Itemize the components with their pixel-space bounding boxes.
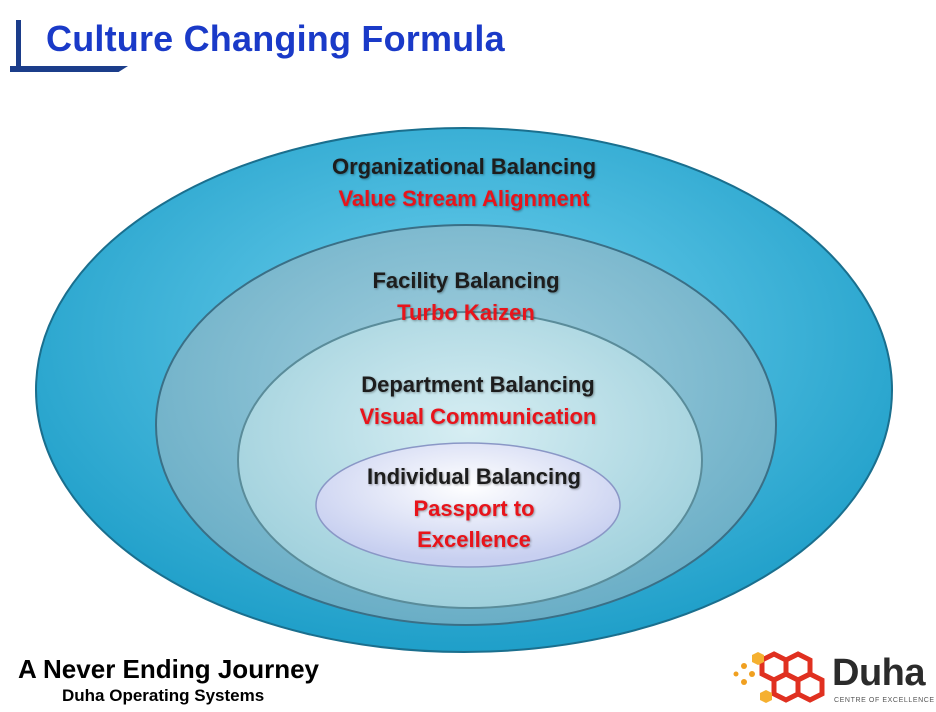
duha-logo-icon bbox=[733, 651, 825, 703]
footer-sub-text: Duha Operating Systems bbox=[62, 686, 265, 705]
ring-2-subheading: Turbo Kaizen bbox=[397, 300, 535, 325]
page-title: Culture Changing Formula bbox=[46, 18, 505, 59]
ring-4-heading: Individual Balancing bbox=[367, 464, 581, 489]
footer-main-text: A Never Ending Journey bbox=[18, 654, 319, 684]
ring-4-subheading-line1: Passport to bbox=[413, 496, 535, 521]
logo-name: Duha bbox=[832, 652, 926, 694]
title-bar: Culture Changing Formula bbox=[0, 0, 936, 80]
title-accent-vertical bbox=[16, 20, 21, 66]
ring-4-subheading-line2: Excellence bbox=[417, 527, 531, 552]
title-accent-horizontal bbox=[10, 66, 128, 72]
ring-3-subheading: Visual Communication bbox=[359, 404, 597, 429]
logo-tagline: CENTRE OF EXCELLENCE bbox=[834, 697, 935, 704]
ring-2-heading: Facility Balancing bbox=[372, 268, 560, 293]
ring-3-heading: Department Balancing bbox=[361, 372, 595, 397]
ring-individual bbox=[315, 442, 621, 568]
ring-1-subheading: Value Stream Alignment bbox=[338, 186, 590, 211]
ring-1-heading: Organizational Balancing bbox=[331, 154, 597, 179]
